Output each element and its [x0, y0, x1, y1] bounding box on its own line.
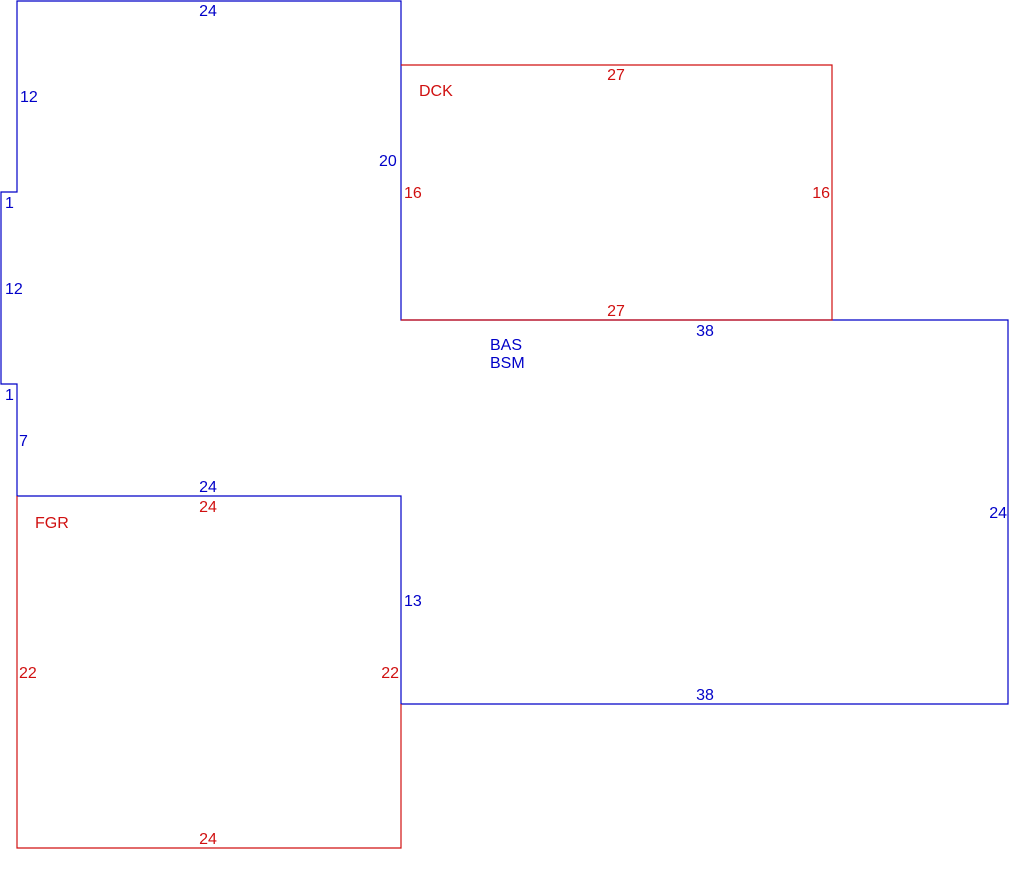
main-area-outline	[0, 0, 1009, 705]
garage-label: FGR	[35, 515, 69, 532]
dim-jog-upper: 1	[5, 195, 14, 212]
main-area-dimensions: 24 12 1 12 1 7 24 20 13 38 24 38 BAS BSM	[5, 3, 1007, 704]
dim-east-right: 24	[989, 505, 1007, 522]
dim-east-top: 38	[696, 323, 714, 340]
garage-boundary	[16, 496, 402, 849]
dim-deck-side: 20	[379, 153, 397, 170]
garage-outline	[16, 496, 402, 849]
deck-dim-top: 27	[607, 67, 625, 84]
deck-dim-left: 16	[404, 185, 422, 202]
garage-dimensions: FGR 24 22 22 24	[19, 499, 399, 848]
dim-left-middle: 12	[5, 281, 23, 298]
deck-dim-right: 16	[812, 185, 830, 202]
main-area-label-bsm: BSM	[490, 355, 525, 372]
garage-dim-left: 22	[19, 665, 37, 682]
deck-dimensions: DCK 27 16 16 27	[404, 67, 830, 320]
dim-top-left: 24	[199, 3, 217, 20]
garage-dim-top: 24	[199, 499, 217, 516]
dim-left-upper: 12	[20, 89, 38, 106]
dim-jog-lower: 1	[5, 387, 14, 404]
deck-outline	[401, 64, 833, 321]
main-area-west-boundary	[0, 0, 1009, 705]
dim-garage-side: 13	[404, 593, 422, 610]
deck-dim-bottom: 27	[607, 303, 625, 320]
main-area-label-bas: BAS	[490, 337, 522, 354]
garage-dim-right: 22	[381, 665, 399, 682]
dim-east-bottom: 38	[696, 687, 714, 704]
dim-left-lower: 7	[19, 433, 28, 450]
deck-boundary	[401, 64, 833, 321]
dim-above-garage: 24	[199, 479, 217, 496]
garage-dim-bottom: 24	[199, 831, 217, 848]
deck-label: DCK	[419, 83, 453, 100]
